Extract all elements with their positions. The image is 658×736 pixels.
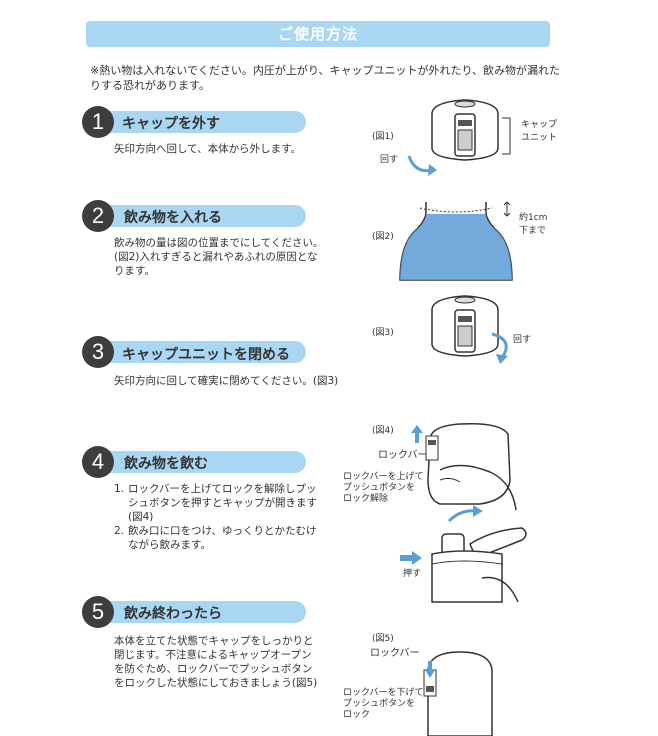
release-line1: ロックバーを上げて [343, 472, 424, 482]
list-item-text: ロックバーを上げてロックを解除しプッシュボタンを押すとキャップが開きます(図4) [128, 483, 317, 523]
level-indicator-icon [503, 201, 511, 217]
list-item: 2. 飲み口に口をつけ、ゆっくりとかたむけながら飲みます。 [114, 524, 326, 552]
fig1-label: (図1) [372, 132, 394, 142]
push-arrow-icon [400, 551, 422, 565]
step-3-title: キャップユニットを閉める [122, 347, 290, 363]
step-4-desc: 1. ロックバーを上げてロックを解除しプッシュボタンを押すとキャップが開きます(… [114, 482, 326, 552]
cap-unit-label-line2: ユニット [521, 133, 558, 143]
down-arrow-icon [425, 661, 435, 678]
bottle-water-level-illustration [399, 202, 513, 281]
step-3-number: 3 [82, 336, 114, 368]
fig1-turn-label: 回す [380, 155, 399, 165]
step-1-title: キャップを外す [122, 116, 220, 132]
section-title: ご使用方法 [86, 21, 550, 47]
bottle-locked-illustration [423, 651, 493, 736]
up-arrow-icon [411, 425, 423, 443]
push-label: 押す [403, 569, 422, 579]
fig2-label: (図2) [372, 232, 394, 242]
cap-unit-close-illustration [431, 295, 499, 357]
fig5-label: (図5) [372, 634, 394, 644]
list-marker: 1. [114, 483, 125, 495]
fig4-label: (図4) [372, 426, 394, 436]
lock-line1: ロックバーを下げて [343, 688, 424, 698]
step-4-number: 4 [82, 446, 114, 478]
step-2-title: 飲み物を入れる [124, 210, 222, 226]
step-3-desc: 矢印方向に回して確実に閉めてください。(図3) [114, 375, 339, 387]
step-2-number: 2 [82, 200, 114, 232]
bracket-icon [502, 117, 511, 155]
step-2-bar [96, 205, 306, 227]
step-2-desc: 飲み物の量は図の位置までにしてください。(図2)入れすぎると漏れやあふれの原因と… [114, 237, 324, 277]
open-arrow-icon [447, 505, 483, 523]
release-line2: プッシュボタンを [343, 483, 416, 493]
list-marker: 2. [114, 525, 125, 537]
rotate-arrow-icon [491, 332, 508, 364]
hand-bottle-push-illustration [431, 527, 527, 603]
list-item: 1. ロックバーを上げてロックを解除しプッシュボタンを押すとキャップが開きます(… [114, 482, 326, 524]
fig3-label: (図3) [372, 328, 394, 338]
step-5-bar [96, 601, 306, 623]
lock-line2: プッシュボタンを [343, 699, 416, 709]
lock-line3: ロック [343, 710, 371, 720]
step-1-number: 1 [82, 106, 114, 138]
level-label-line2: 下まで [519, 226, 547, 236]
fig4-lock-bar-label: ロックバー [378, 450, 428, 461]
step-5-desc: 本体を立てた状態でキャップをしっかりと閉じます。不注意によるキャップオープンを防… [114, 635, 318, 689]
step-4-title: 飲み物を飲む [124, 456, 208, 472]
release-line3: ロック解除 [343, 494, 389, 504]
step-4-bar [96, 451, 306, 473]
fig3-turn-label: 回す [513, 335, 532, 345]
warning-note: ※熱い物は入れないでください。内圧が上がり、キャップユニットが外れたり、飲み物が… [90, 64, 561, 92]
cap-unit-illustration [431, 99, 499, 161]
list-item-text: 飲み口に口をつけ、ゆっくりとかたむけながら飲みます。 [128, 525, 317, 551]
step-1-desc: 矢印方向へ回して、本体から外します。 [114, 143, 302, 155]
step-3-bar [96, 341, 306, 363]
hand-bottle-lock-release-illustration [425, 422, 517, 511]
cap-unit-label-line1: キャップ [521, 120, 558, 130]
step-5-title: 飲み終わったら [124, 606, 222, 622]
step-5-number: 5 [82, 596, 114, 628]
level-label-line1: 約1cm [519, 213, 548, 223]
step-1-bar [96, 111, 306, 133]
rotate-arrow-icon [407, 155, 437, 176]
fig5-lock-bar-label: ロックバー [370, 648, 420, 659]
